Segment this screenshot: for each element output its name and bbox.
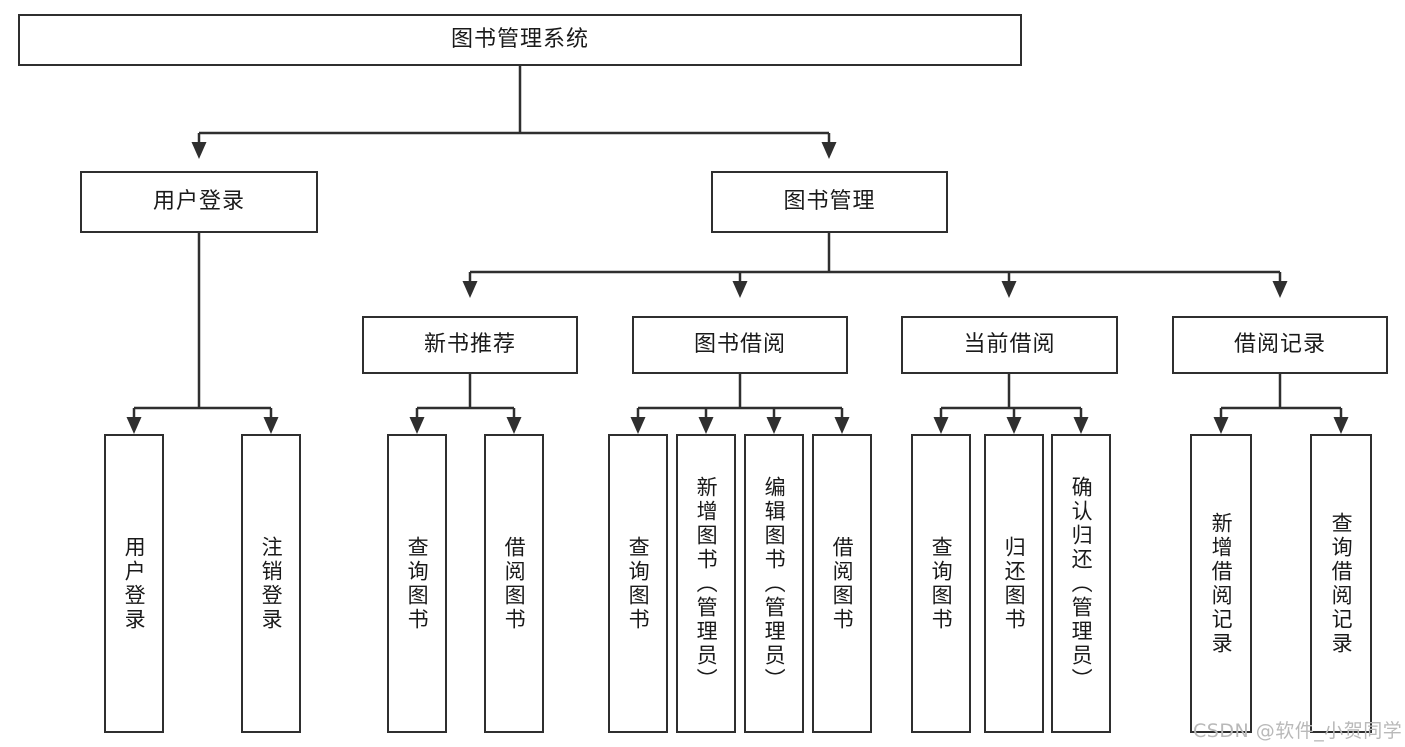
node-label: 用户登录 [152,189,245,215]
node-leaf-borrow-book-recommend[interactable]: 借阅图书 [484,434,544,733]
node-leaf-return-book[interactable]: 归还图书 [984,434,1044,733]
node-root-book-management-system[interactable]: 图书管理系统 [18,14,1022,66]
node-label: 确认归还（管理员） [1069,475,1094,692]
node-current-borrow[interactable]: 当前借阅 [901,316,1118,374]
node-label: 图书管理 [783,189,876,215]
node-label: 借阅图书 [830,535,855,632]
node-label: 查询借阅记录 [1329,511,1354,656]
node-leaf-query-book-recommend[interactable]: 查询图书 [387,434,447,733]
node-leaf-add-borrow-record[interactable]: 新增借阅记录 [1190,434,1252,733]
node-label: 当前借阅 [963,332,1056,358]
node-label: 查询图书 [929,535,954,632]
node-label: 借阅图书 [502,535,527,632]
node-label: 查询图书 [626,535,651,632]
node-leaf-user-login[interactable]: 用户登录 [104,434,164,733]
node-label: 新增图书（管理员） [694,475,719,692]
node-label: 借阅记录 [1233,332,1326,358]
node-book-borrow[interactable]: 图书借阅 [632,316,848,374]
node-label: 注销登录 [259,535,284,632]
node-book-management[interactable]: 图书管理 [711,171,948,233]
node-leaf-query-book-current[interactable]: 查询图书 [911,434,971,733]
node-leaf-query-book-borrow[interactable]: 查询图书 [608,434,668,733]
node-borrow-record[interactable]: 借阅记录 [1172,316,1388,374]
node-label: 用户登录 [122,535,147,632]
node-leaf-query-borrow-record[interactable]: 查询借阅记录 [1310,434,1372,733]
node-label: 新增借阅记录 [1209,511,1234,656]
node-label: 编辑图书（管理员） [762,475,787,692]
node-label: 新书推荐 [423,332,516,358]
node-label: 查询图书 [405,535,430,632]
node-label: 图书管理系统 [450,27,589,53]
node-leaf-logout[interactable]: 注销登录 [241,434,301,733]
node-new-book-recommend[interactable]: 新书推荐 [362,316,578,374]
csdn-watermark: CSDN @软件_小贺同学 [1193,720,1403,742]
node-leaf-borrow-book[interactable]: 借阅图书 [812,434,872,733]
node-leaf-confirm-return-admin[interactable]: 确认归还（管理员） [1051,434,1111,733]
node-user-login[interactable]: 用户登录 [80,171,318,233]
node-leaf-add-book-admin[interactable]: 新增图书（管理员） [676,434,736,733]
node-label: 归还图书 [1002,535,1027,632]
node-label: 图书借阅 [693,332,786,358]
node-leaf-edit-book-admin[interactable]: 编辑图书（管理员） [744,434,804,733]
